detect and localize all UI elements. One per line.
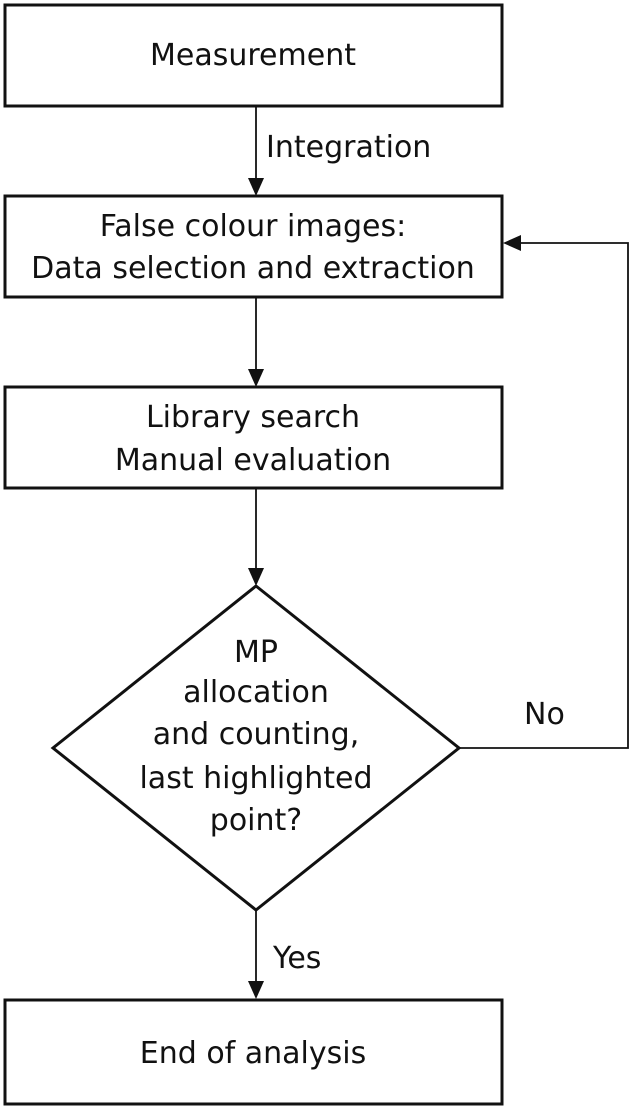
integration-edge: Integration — [248, 106, 431, 196]
library-search-node: Library search Manual evaluation — [3, 385, 504, 490]
decision-label-line3: and counting, — [153, 717, 360, 752]
decision-label-line1: MP — [234, 635, 278, 670]
decision-label-line4: last highlighted — [139, 761, 372, 796]
library-search-label: Library search — [146, 400, 360, 435]
no-edge-label: No — [524, 697, 565, 732]
false-colour-label-line1: False colour images: — [100, 209, 406, 244]
end-of-analysis-node: End of analysis — [3, 998, 504, 1106]
yes-edge: Yes — [248, 910, 321, 999]
decision-label-line5: point? — [210, 803, 302, 838]
measurement-label: Measurement — [150, 38, 356, 73]
yes-edge-label: Yes — [272, 941, 321, 976]
decision-node: MP allocation and counting, last highlig… — [50, 584, 462, 912]
manual-evaluation-label: Manual evaluation — [115, 443, 391, 478]
measurement-node: Measurement — [3, 3, 504, 108]
false-colour-node: False colour images: Data selection and … — [3, 194, 504, 299]
integration-edge-label: Integration — [266, 130, 431, 165]
decision-label-line2: allocation — [183, 675, 329, 710]
no-loop-edge: No — [459, 235, 629, 749]
false-colour-to-library-edge — [248, 297, 264, 387]
library-to-decision-edge — [248, 488, 264, 586]
false-colour-label-line2: Data selection and extraction — [31, 251, 475, 286]
end-of-analysis-label: End of analysis — [140, 1036, 366, 1071]
